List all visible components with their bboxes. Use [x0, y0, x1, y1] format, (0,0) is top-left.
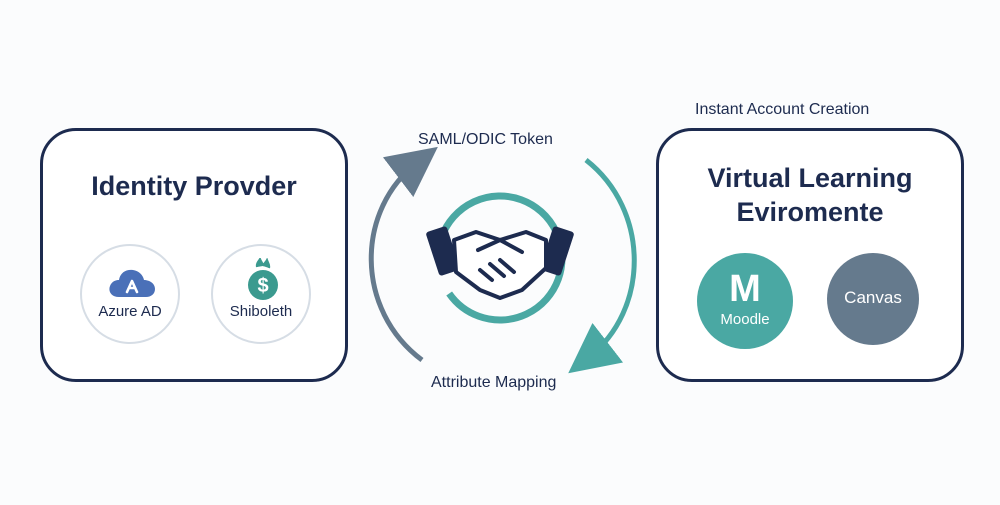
cloud-icon	[109, 269, 155, 297]
attribute-mapping-label: Attribute Mapping	[431, 374, 557, 391]
vle-title-line1: Virtual Learning	[707, 163, 913, 193]
right-arc-arrow	[568, 158, 637, 374]
azure-ad-badge: Azure AD	[80, 244, 180, 344]
canvas-label: Canvas	[844, 288, 902, 307]
vle-title-line2: Eviromente	[736, 197, 884, 227]
moodle-label: Moodle	[720, 311, 770, 328]
vle-panel: Virtual Learning Eviromente M Moodle Can…	[656, 128, 964, 382]
handshake-icon	[426, 226, 574, 300]
instant-account-creation-label: Instant Account Creation	[695, 101, 870, 118]
vle-title: Virtual Learning Eviromente	[659, 161, 961, 229]
left-arc-arrow	[368, 146, 438, 363]
saml-token-label: SAML/ODIC Token	[418, 131, 553, 148]
svg-text:M: M	[729, 269, 761, 305]
shibboleth-label: Shiboleth	[229, 303, 293, 320]
shibboleth-badge: $ Shiboleth	[211, 244, 311, 344]
moodle-badge: M Moodle	[697, 253, 793, 349]
svg-text:$: $	[257, 275, 268, 297]
identity-provider-title: Identity Provder	[91, 171, 297, 201]
moodle-m-icon: M	[729, 269, 761, 305]
exchange-diagram	[368, 146, 637, 374]
identity-provider-panel: Identity Provder Azure AD $ Shiboleth	[40, 128, 348, 382]
dollar-flame-icon: $	[248, 258, 278, 300]
azure-ad-label: Azure AD	[98, 303, 162, 320]
canvas-badge: Canvas	[827, 253, 919, 345]
